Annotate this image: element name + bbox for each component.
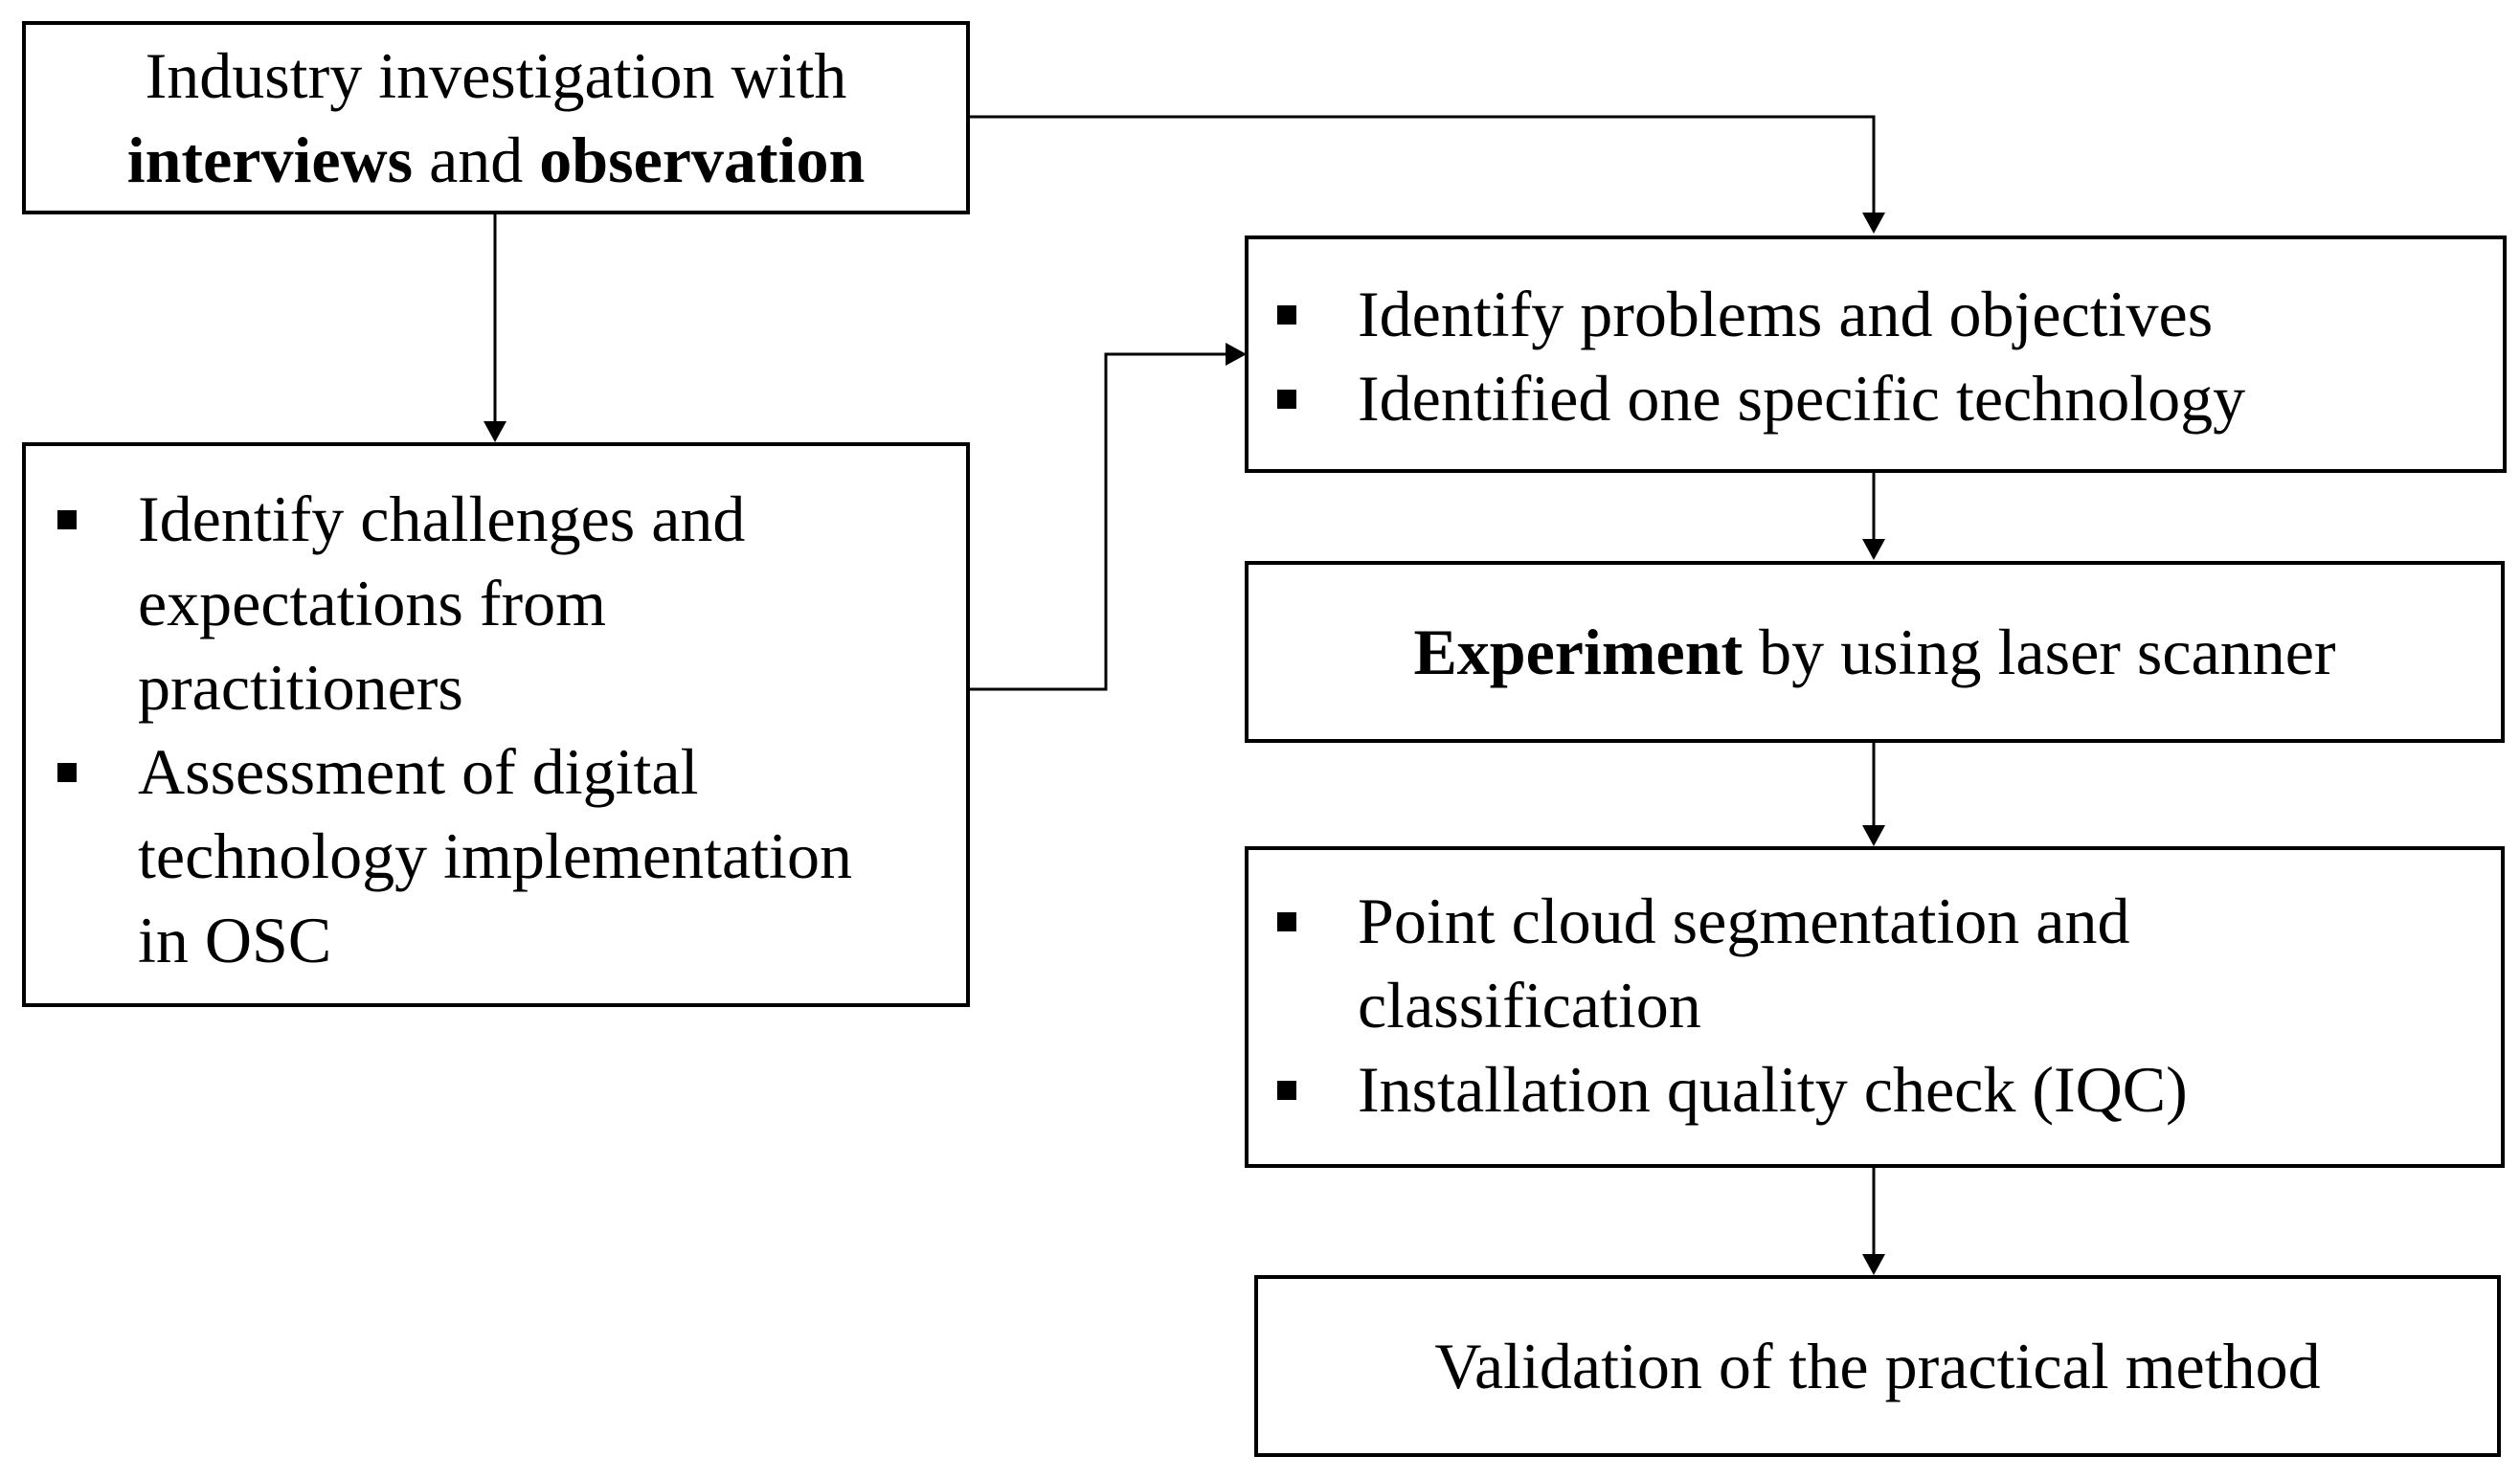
challenges-bullet-1: Identify challenges and expectations fro… bbox=[57, 477, 852, 729]
pointcloud-bullet-1: Point cloud segmentation and classificat… bbox=[1277, 879, 2188, 1047]
challenges-b1-line1: Identify challenges and bbox=[138, 482, 746, 555]
bullet-square-icon bbox=[1277, 1081, 1296, 1100]
challenges-b1-line2: expectations from bbox=[138, 567, 607, 639]
node-point-cloud: Point cloud segmentation and classificat… bbox=[1245, 846, 2505, 1168]
pointcloud-b1-line1: Point cloud segmentation and bbox=[1358, 885, 2130, 957]
industry-bold-observation: observation bbox=[539, 123, 866, 196]
challenges-b1-line3: practitioners bbox=[138, 651, 463, 724]
node-validation: Validation of the practical method bbox=[1254, 1275, 2501, 1457]
arrowhead-challenges bbox=[484, 421, 506, 442]
industry-mid-text: and bbox=[413, 123, 540, 196]
challenges-list: Identify challenges and expectations fro… bbox=[57, 477, 852, 982]
industry-line-2: interviews and observation bbox=[127, 118, 866, 202]
arrowhead-problems-left bbox=[1226, 343, 1247, 366]
node-experiment: Experiment by using laser scanner bbox=[1245, 561, 2505, 743]
challenges-bullet-2: Assessment of digital technology impleme… bbox=[57, 729, 852, 982]
validation-text: Validation of the practical method bbox=[1434, 1330, 2321, 1402]
edge-industry-problems bbox=[967, 115, 1876, 222]
bullet-square-icon bbox=[1277, 912, 1296, 931]
edge-challenges-problems bbox=[967, 352, 1235, 691]
arrowhead-validation bbox=[1862, 1254, 1885, 1275]
pointcloud-b1-line2: classification bbox=[1358, 969, 1701, 1042]
challenges-b2-line3: in OSC bbox=[138, 904, 332, 976]
arrowhead-experiment bbox=[1862, 539, 1885, 560]
node-challenges: Identify challenges and expectations fro… bbox=[22, 442, 970, 1007]
node-problems: Identify problems and objectives Identif… bbox=[1245, 235, 2507, 473]
problems-b1-text: Identify problems and objectives bbox=[1358, 278, 2214, 350]
problems-b2-text: Identified one specific technology bbox=[1358, 362, 2246, 435]
bullet-square-icon bbox=[1277, 305, 1296, 325]
challenges-b2-line2: technology implementation bbox=[138, 819, 852, 892]
experiment-text: Experiment by using laser scanner bbox=[1413, 610, 2335, 694]
experiment-rest: by using laser scanner bbox=[1743, 616, 2336, 688]
problems-bullet-1: Identify problems and objectives bbox=[1277, 272, 2245, 356]
arrowhead-problems-top bbox=[1862, 213, 1885, 234]
bullet-square-icon bbox=[57, 510, 77, 529]
experiment-bold: Experiment bbox=[1413, 616, 1744, 688]
pointcloud-b2-line1: Installation quality check (IQC) bbox=[1358, 1053, 2188, 1126]
node-industry-investigation: Industry investigation with interviews a… bbox=[22, 21, 970, 214]
arrowhead-pointcloud bbox=[1862, 825, 1885, 846]
pointcloud-list: Point cloud segmentation and classificat… bbox=[1277, 879, 2188, 1132]
challenges-b2-line1: Assessment of digital bbox=[138, 735, 699, 808]
pointcloud-bullet-2: Installation quality check (IQC) bbox=[1277, 1047, 2188, 1132]
industry-line-1: Industry investigation with bbox=[145, 39, 847, 112]
bullet-square-icon bbox=[57, 763, 77, 782]
industry-bold-interviews: interviews bbox=[126, 123, 414, 196]
bullet-square-icon bbox=[1277, 390, 1296, 409]
problems-list: Identify problems and objectives Identif… bbox=[1277, 272, 2246, 440]
problems-bullet-2: Identified one specific technology bbox=[1277, 356, 2246, 440]
